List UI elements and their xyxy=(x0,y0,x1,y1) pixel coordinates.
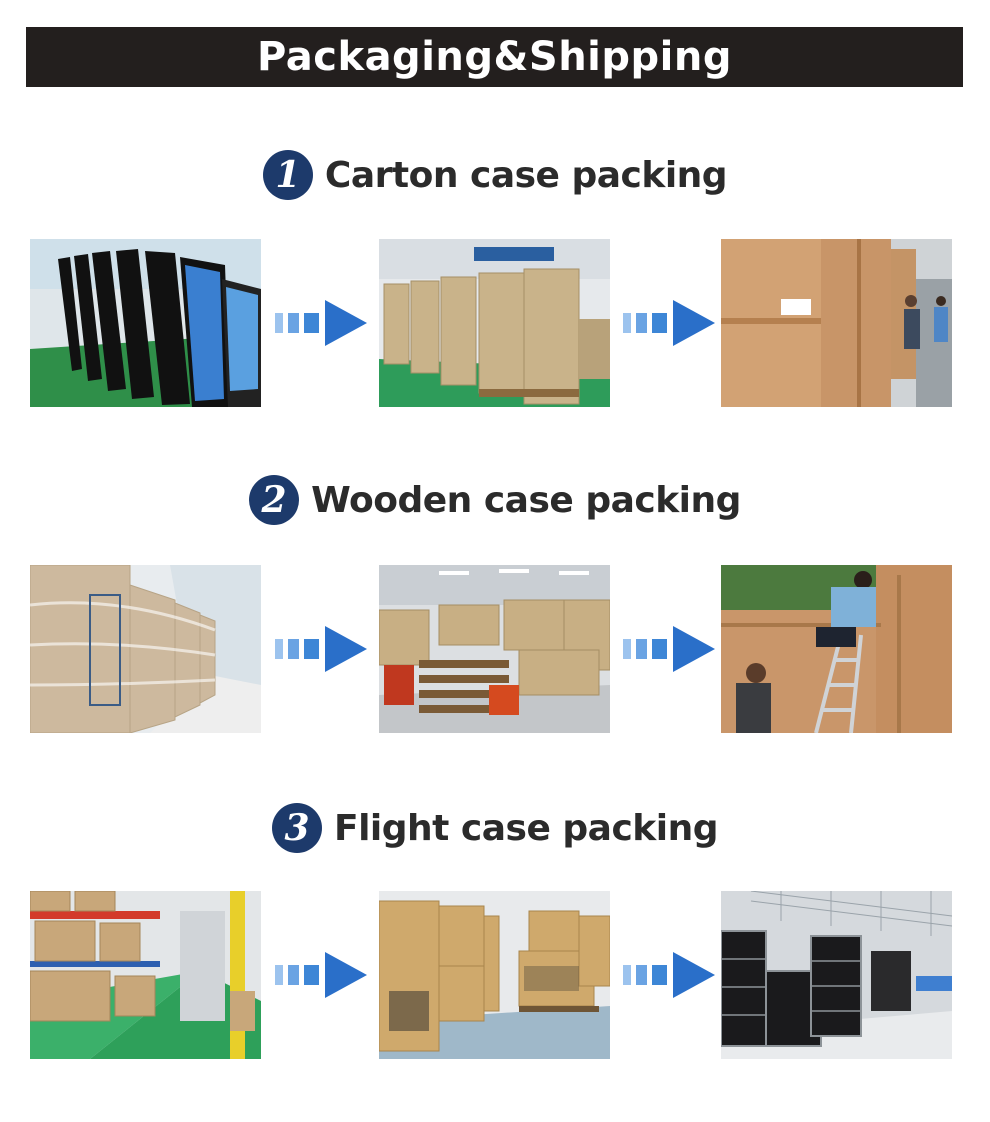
section-heading: Wooden case packing xyxy=(311,479,741,521)
photo-warehouse-pallets xyxy=(379,565,610,733)
arrow-right-icon xyxy=(275,298,371,348)
section-number-badge: 2 xyxy=(249,475,300,525)
photo-wooden-crate xyxy=(721,239,952,407)
photo-wrapped-corridor xyxy=(30,565,261,733)
section-number-badge: 3 xyxy=(271,803,322,853)
section-title-carton: 1 Carton case packing xyxy=(0,145,990,205)
photo-display-screens xyxy=(30,239,261,407)
arrow-right-icon xyxy=(623,298,719,348)
photo-crate-workers xyxy=(721,565,952,733)
arrow-right-icon xyxy=(623,624,719,674)
section-heading: Carton case packing xyxy=(324,154,728,196)
arrow-right-icon xyxy=(275,624,371,674)
photo-warehouse-racks xyxy=(30,891,261,1059)
section-title-flight: 3 Flight case packing xyxy=(0,798,990,858)
photo-flight-cases xyxy=(721,891,952,1059)
photo-carton-pallets xyxy=(379,239,610,407)
section-title-wooden: 2 Wooden case packing xyxy=(0,470,990,530)
photo-boxed-products xyxy=(379,891,610,1059)
arrow-right-icon xyxy=(623,950,719,1000)
page-title: Packaging&Shipping xyxy=(257,34,732,80)
page-banner: Packaging&Shipping xyxy=(26,27,963,87)
section-heading: Flight case packing xyxy=(333,807,719,849)
section-number-badge: 1 xyxy=(262,150,313,200)
arrow-right-icon xyxy=(275,950,371,1000)
